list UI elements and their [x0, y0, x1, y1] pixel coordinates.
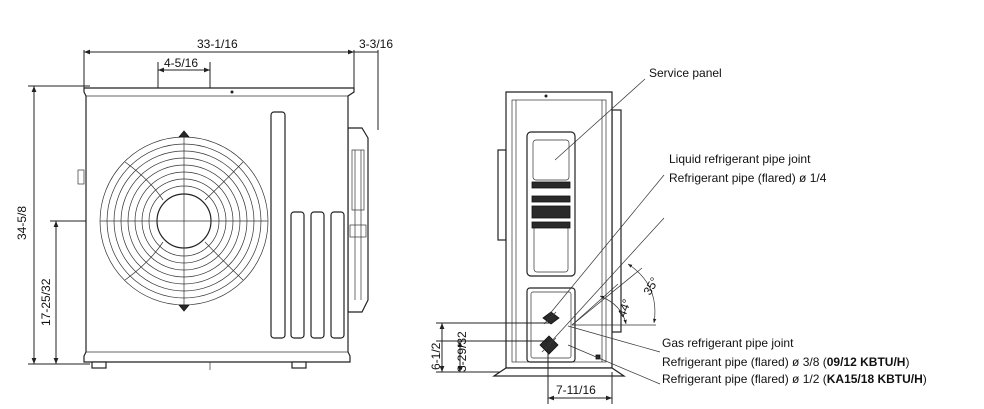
liquid-pipe-label: Refrigerant pipe (flared) ø 1/4: [669, 171, 827, 185]
fan-grille: [99, 130, 269, 312]
base-offset-dimension: 7-11/16: [556, 383, 596, 397]
front-view: 33-1/16 3-3/16 4-5/16 34-5/8 17-25/32: [15, 37, 393, 370]
side-depth-dimension: 3-3/16: [359, 37, 393, 51]
height-dimension: 34-5/8: [15, 206, 29, 240]
pipe-height-1-dimension: 6-1/2: [429, 342, 443, 370]
gas-pipe-large-label: Refrigerant pipe (flared) ø 1/2 (KA15/18…: [662, 372, 927, 386]
width-dimension: 33-1/16: [197, 37, 238, 51]
service-panel-label: Service panel: [649, 66, 722, 80]
angle-44-label: 44°: [615, 297, 634, 319]
side-view: Service panel Liquid refrigerant pipe jo…: [429, 66, 927, 404]
fan-center-height-dimension: 17-25/32: [39, 278, 53, 326]
service-panel: [526, 131, 576, 277]
liquid-pipe-valve: [542, 311, 560, 325]
liquid-joint-label: Liquid refrigerant pipe joint: [669, 152, 811, 166]
fan-offset-dimension: 4-5/16: [164, 56, 198, 70]
gas-pipe-small-label: Refrigerant pipe (flared) ø 3/8 (09/12 K…: [662, 355, 909, 369]
gas-joint-label: Gas refrigerant pipe joint: [662, 336, 794, 350]
service-panel-leader: [554, 78, 646, 161]
pipe-height-2-dimension: 3-29/32: [455, 331, 469, 372]
